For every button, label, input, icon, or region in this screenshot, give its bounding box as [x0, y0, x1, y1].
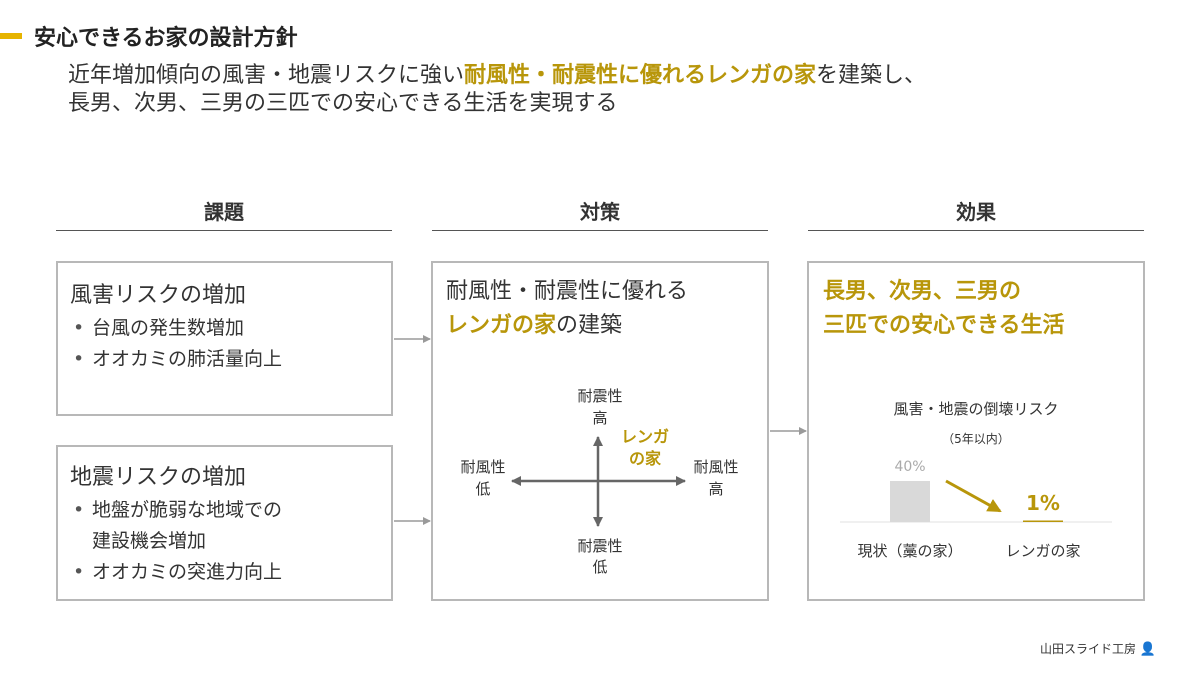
matrix-left-label-2: 低 — [475, 480, 490, 498]
matrix-right-label-1: 耐風性 — [693, 458, 738, 476]
risk-chart: 風害・地震の倒壊リスク （5年以内） 40% 現状（藁の家） 1% レンガの家 — [840, 400, 1112, 560]
matrix-bottom-label-2: 低 — [592, 558, 607, 576]
chart-bar — [890, 481, 930, 522]
column-divider-issues — [56, 230, 392, 231]
effect-line-2: 三匹での安心できる生活 — [823, 313, 1065, 338]
measure-text: 耐風性・耐震性に優れる レンガの家の建築 — [446, 275, 688, 343]
matrix-point-label-2: の家 — [629, 449, 662, 468]
column-header-issues: 課題 — [204, 200, 244, 224]
lead-line-1-b: を建築し、 — [816, 63, 927, 88]
effect-text: 長男、次男、三男の 三匹での安心できる生活 — [823, 275, 1065, 343]
lead-highlight: 耐風性・耐震性に優れるレンガの家 — [464, 63, 817, 88]
footer-credit: 山田スライド工房 👤 — [1040, 640, 1156, 657]
issue-wind-bullet: 台風の発生数増加 — [70, 313, 282, 344]
column-header-effects: 効果 — [956, 200, 996, 224]
lead-line-2: 長男、次男、三男の三匹での安心できる生活を実現する — [68, 91, 618, 116]
measure-line-1: 耐風性・耐震性に優れる — [446, 279, 689, 304]
measure-line-2-rest: の建築 — [556, 313, 623, 338]
measure-box: 耐風性・耐震性に優れる レンガの家の建築 — [431, 261, 769, 601]
issue-quake-bullet-1-line-2: 建設機会増加 — [92, 530, 207, 552]
presenter-icon: 👤 — [1139, 642, 1156, 657]
chart-title: 風害・地震の倒壊リスク — [893, 400, 1058, 418]
issue-box-wind: 風害リスクの増加 台風の発生数増加 オオカミの肺活量向上 — [56, 261, 393, 416]
issue-wind-bullets: 台風の発生数増加 オオカミの肺活量向上 — [70, 313, 282, 375]
chart-bar — [1023, 520, 1063, 522]
column-divider-effects — [808, 230, 1144, 231]
effect-line-1: 長男、次男、三男の — [823, 279, 1022, 304]
chart-decrease-arrow — [945, 479, 1002, 513]
issue-wind-title: 風害リスクの増加 — [70, 283, 247, 308]
matrix-top-label-1: 耐震性 — [577, 387, 622, 405]
issue-wind-bullet: オオカミの肺活量向上 — [70, 344, 282, 375]
issue-quake-bullet: オオカミの突進力向上 — [70, 557, 282, 588]
lead-line-1-a: 近年増加傾向の風害・地震リスクに強い — [68, 63, 465, 88]
chart-subtitle: （5年以内） — [942, 432, 1010, 446]
column-header-measures: 対策 — [580, 200, 620, 224]
effect-box: 長男、次男、三男の 三匹での安心できる生活 — [807, 261, 1145, 601]
chart-category-label: レンガの家 — [1005, 542, 1080, 560]
chart-category-label: 現状（藁の家） — [857, 542, 962, 560]
chart-value-label: 40% — [894, 459, 925, 475]
matrix-point-label-1: レンガ — [621, 427, 669, 446]
chart-value-label: 1% — [1026, 491, 1060, 515]
positioning-matrix: 耐震性 高 耐震性 低 耐風性 低 耐風性 高 レンガ の家 — [460, 387, 738, 576]
matrix-bottom-label-1: 耐震性 — [577, 537, 622, 555]
measure-line-2: レンガの家の建築 — [446, 309, 688, 343]
title-accent-bar — [0, 33, 22, 39]
matrix-top-label-2: 高 — [592, 409, 607, 427]
issue-quake-title: 地震リスクの増加 — [70, 465, 247, 490]
footer-text: 山田スライド工房 — [1039, 642, 1136, 656]
matrix-left-label-1: 耐風性 — [460, 458, 505, 476]
lead-text: 近年増加傾向の風害・地震リスクに強い耐風性・耐震性に優れるレンガの家を建築し、 … — [68, 62, 926, 118]
lead-line-1: 近年増加傾向の風害・地震リスクに強い耐風性・耐震性に優れるレンガの家を建築し、 — [68, 62, 926, 90]
measure-highlight: レンガの家 — [446, 313, 557, 338]
issue-quake-bullet-1-line-1: 地盤が脆弱な地域での — [92, 499, 283, 521]
page-title: 安心できるお家の設計方針 — [34, 26, 298, 51]
matrix-right-label-2: 高 — [708, 480, 723, 498]
column-divider-measures — [432, 230, 768, 231]
